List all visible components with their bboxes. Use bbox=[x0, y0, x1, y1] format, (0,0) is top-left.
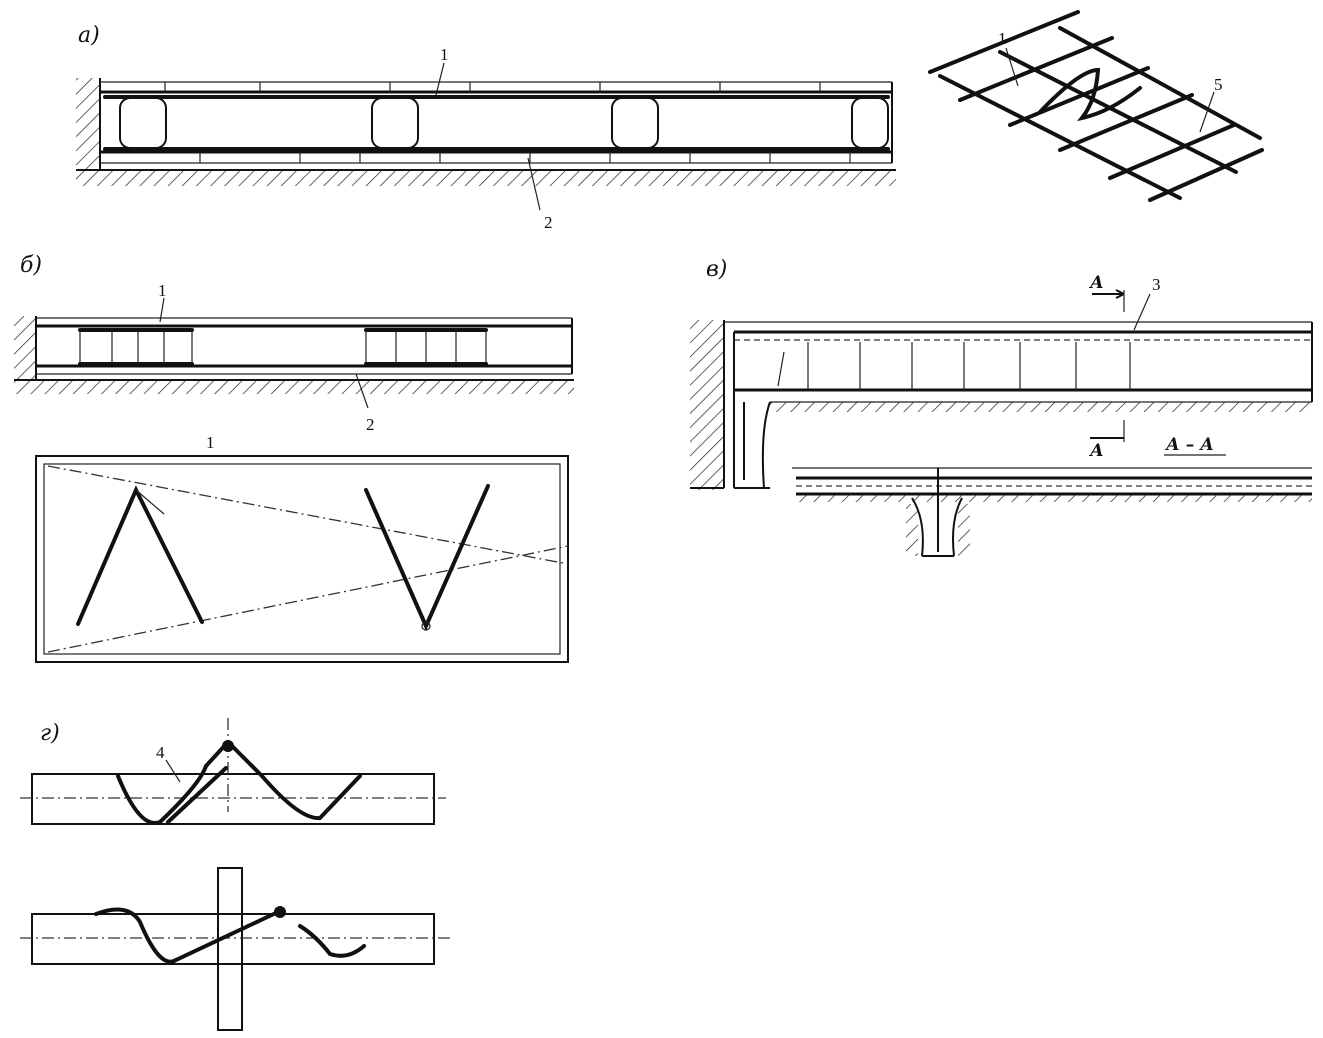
wall-hatch-v bbox=[690, 320, 724, 490]
section-mark-a-bottom: А bbox=[1088, 441, 1104, 461]
callout-mesh-1: 1 bbox=[998, 29, 1007, 48]
panel-b: б) 1 2 bbox=[14, 253, 574, 663]
slab-underside-hatch bbox=[770, 402, 1312, 412]
callout-a-2: 2 bbox=[544, 213, 553, 232]
rebar-mesh: 1 5 bbox=[928, 10, 1264, 202]
panel-a: a) 1 2 bbox=[76, 23, 896, 232]
callout-b-1: 1 bbox=[158, 281, 167, 300]
section-underside-hatch bbox=[796, 494, 1312, 502]
callout-b-2: 2 bbox=[366, 415, 375, 434]
callout-b-plan-1: 1 bbox=[206, 433, 215, 452]
section-title: А – А bbox=[1164, 435, 1214, 455]
rib-hatch-right bbox=[958, 504, 970, 556]
panel-a-label: a) bbox=[78, 23, 100, 48]
ground-hatch-b bbox=[14, 380, 574, 394]
wall-hatch-b bbox=[14, 316, 36, 380]
rib-hatch-left bbox=[906, 504, 918, 556]
plan-b bbox=[35, 455, 569, 663]
callout-g-4: 4 bbox=[156, 743, 165, 762]
panel-g: г) 4 bbox=[20, 718, 452, 1031]
callout-v-3: 3 bbox=[1152, 275, 1161, 294]
callout-a-1: 1 bbox=[440, 45, 449, 64]
panel-b-label: б) bbox=[20, 253, 42, 278]
splice-upper: 4 bbox=[20, 718, 446, 825]
section-a-a bbox=[792, 467, 1312, 557]
ground-hatch bbox=[76, 170, 896, 186]
callout-mesh-5: 5 bbox=[1214, 75, 1223, 94]
panel-v: в) А А 3 А – А bbox=[690, 257, 1313, 557]
panel-g-label: г) bbox=[40, 721, 60, 746]
section-mark-a-top: А bbox=[1088, 273, 1104, 293]
wall-hatch-left bbox=[76, 78, 100, 170]
splice-lower bbox=[20, 867, 452, 1031]
panel-v-label: в) bbox=[706, 257, 727, 282]
slab-a bbox=[100, 81, 893, 164]
